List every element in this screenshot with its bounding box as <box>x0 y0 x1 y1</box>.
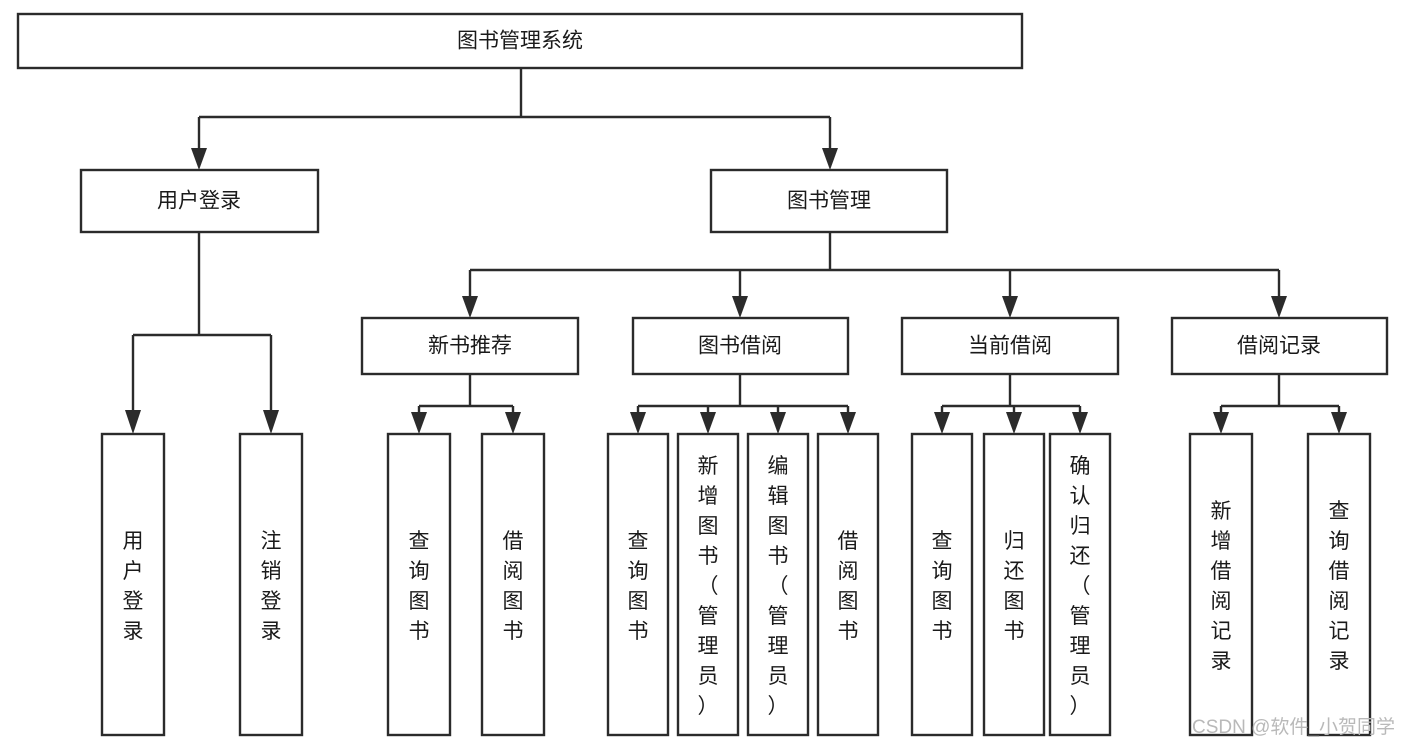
arrowhead-book-borrow <box>732 296 748 318</box>
book-management-box[interactable] <box>709 168 949 234</box>
leaf-confirm-return-label: 确认归还（管理员） <box>1070 455 1091 718</box>
leaf-logout-login-label: 注销登录 <box>261 530 282 643</box>
user-login-box[interactable] <box>79 168 320 234</box>
node-root-system[interactable]: 图书管理系统 <box>16 12 1024 70</box>
node-leaf-user-login[interactable]: 用户登录 <box>100 432 166 737</box>
root-box[interactable] <box>16 12 1024 70</box>
new-book-recommend-box[interactable] <box>360 316 580 376</box>
leaf-confirm-return-box[interactable] <box>1048 432 1112 737</box>
leaf-user-login-label: 用户登录 <box>123 530 144 643</box>
borrow-record-label: 借阅记录 <box>1237 335 1321 358</box>
arrowhead-current-borrow <box>1002 296 1018 318</box>
borrow-record-box[interactable] <box>1170 316 1389 376</box>
leaf-query-book-cb-label: 查询图书 <box>932 530 953 643</box>
csdn-watermark: CSDN @软件_小贺同学 <box>1192 716 1395 738</box>
node-leaf-query-book-bb[interactable]: 查询图书 <box>606 432 670 737</box>
leaf-edit-book-box[interactable] <box>746 432 810 737</box>
arrowhead-query-record <box>1331 412 1347 434</box>
user-login-label: 用户登录 <box>157 190 241 213</box>
node-borrow-record[interactable]: 借阅记录 <box>1170 316 1389 376</box>
node-leaf-add-book[interactable]: 新增图书（管理员） <box>676 432 740 737</box>
leaf-borrow-book-nb-label: 借阅图书 <box>503 530 524 643</box>
leaf-borrow-book-nb-box[interactable] <box>480 432 546 737</box>
root-label: 图书管理系统 <box>457 30 583 53</box>
leaf-user-login-box[interactable] <box>100 432 166 737</box>
node-leaf-borrow-book-bb[interactable]: 借阅图书 <box>816 432 880 737</box>
leaf-add-book-label: 新增图书（管理员） <box>698 455 719 718</box>
arrowhead-borrow-book-nb <box>505 412 521 434</box>
leaf-query-book-bb-box[interactable] <box>606 432 670 737</box>
node-user-login[interactable]: 用户登录 <box>79 168 320 234</box>
arrowhead-query-book-nb <box>411 412 427 434</box>
current-borrow-box[interactable] <box>900 316 1120 376</box>
leaf-edit-book-label: 编辑图书（管理员） <box>768 455 789 718</box>
arrowhead-add-record <box>1213 412 1229 434</box>
node-leaf-confirm-return[interactable]: 确认归还（管理员） <box>1048 432 1112 737</box>
leaf-return-book-label: 归还图书 <box>1004 530 1025 643</box>
leaf-query-record-label: 查询借阅记录 <box>1329 500 1350 673</box>
leaf-add-record-label: 新增借阅记录 <box>1211 500 1232 673</box>
arrowhead-user-login <box>191 148 207 170</box>
node-book-borrow[interactable]: 图书借阅 <box>631 316 850 376</box>
node-leaf-return-book[interactable]: 归还图书 <box>982 432 1046 737</box>
current-borrow-label: 当前借阅 <box>968 335 1052 358</box>
leaf-return-book-box[interactable] <box>982 432 1046 737</box>
book-management-label: 图书管理 <box>787 190 871 213</box>
leaf-add-record-box[interactable] <box>1188 432 1254 737</box>
leaf-borrow-book-bb-label: 借阅图书 <box>838 530 859 643</box>
leaf-add-book-box[interactable] <box>676 432 740 737</box>
node-leaf-logout-login[interactable]: 注销登录 <box>238 432 304 737</box>
book-borrow-label: 图书借阅 <box>698 335 782 358</box>
arrowhead-confirm-return <box>1072 412 1088 434</box>
arrowhead-new-book-recommend <box>462 296 478 318</box>
node-leaf-query-book-cb[interactable]: 查询图书 <box>910 432 974 737</box>
node-leaf-query-book-nb[interactable]: 查询图书 <box>386 432 452 737</box>
node-new-book-recommend[interactable]: 新书推荐 <box>360 316 580 376</box>
leaf-query-record-box[interactable] <box>1306 432 1372 737</box>
leaf-query-book-nb-label: 查询图书 <box>409 530 430 643</box>
node-leaf-query-record[interactable]: 查询借阅记录 <box>1306 432 1372 737</box>
node-book-management[interactable]: 图书管理 <box>709 168 949 234</box>
arrowhead-edit-book <box>770 412 786 434</box>
node-leaf-borrow-book-nb[interactable]: 借阅图书 <box>480 432 546 737</box>
node-leaf-edit-book[interactable]: 编辑图书（管理员） <box>746 432 810 737</box>
arrowhead-book-management <box>822 148 838 170</box>
arrowhead-borrow-book-bb <box>840 412 856 434</box>
new-book-recommend-label: 新书推荐 <box>428 335 512 358</box>
arrowhead-add-book <box>700 412 716 434</box>
arrowhead-borrow-record <box>1271 296 1287 318</box>
arrowhead-leaf-user-login <box>125 410 141 434</box>
leaf-query-book-nb-box[interactable] <box>386 432 452 737</box>
arrowhead-leaf-logout-login <box>263 410 279 434</box>
node-current-borrow[interactable]: 当前借阅 <box>900 316 1120 376</box>
leaf-query-book-bb-label: 查询图书 <box>628 530 649 643</box>
arrowhead-query-book-cb <box>934 412 950 434</box>
connector-layer <box>125 68 1347 434</box>
book-borrow-box[interactable] <box>631 316 850 376</box>
arrowhead-query-book-bb <box>630 412 646 434</box>
leaf-logout-login-box[interactable] <box>238 432 304 737</box>
arrowhead-return-book <box>1006 412 1022 434</box>
node-leaf-add-record[interactable]: 新增借阅记录 <box>1188 432 1254 737</box>
leaf-query-book-cb-box[interactable] <box>910 432 974 737</box>
leaf-borrow-book-bb-box[interactable] <box>816 432 880 737</box>
